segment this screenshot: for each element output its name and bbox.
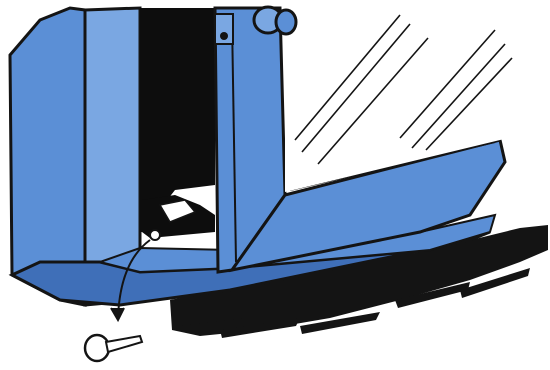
sash-knob [254, 7, 296, 34]
pin-hole [150, 230, 160, 240]
sash-fitting [215, 14, 233, 44]
